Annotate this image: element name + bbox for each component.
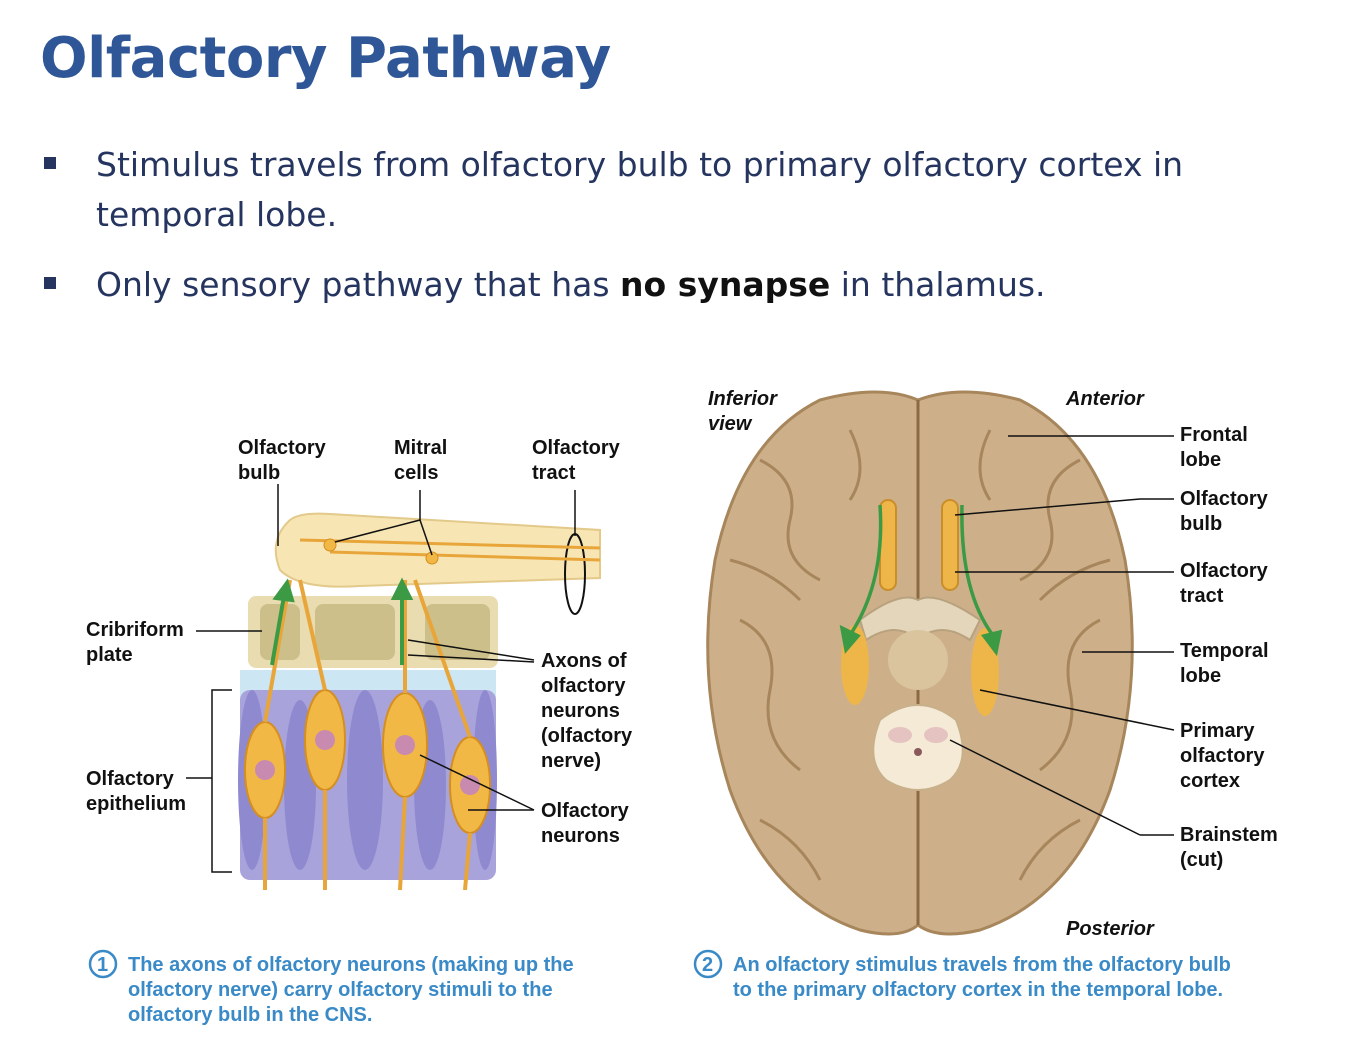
square-bullet-icon: [44, 277, 56, 289]
label-olfactory-tract-1: Olfactory: [532, 437, 621, 459]
caption-number-2: 2: [702, 954, 713, 976]
right-leader-lines: [949, 435, 1175, 836]
signal-arrows-left: [270, 577, 414, 666]
bullet-list: Stimulus travels from olfactory bulb to …: [40, 140, 1280, 330]
label-frontal-lobe-2: lobe: [1180, 449, 1221, 471]
caption-number-circle-1: [88, 949, 118, 979]
label-brainstem-2: (cut): [1180, 849, 1223, 871]
label-mitral-cells-2: cells: [394, 462, 438, 484]
label-axons-3: neurons: [541, 700, 620, 722]
hypothalamus-area: [888, 630, 948, 690]
brainstem-detail-2: [924, 727, 948, 743]
label-olfactory-neurons-2: neurons: [541, 825, 620, 847]
bullet-text-2-bold: no synapse: [620, 265, 831, 304]
neuron-axons: [263, 579, 472, 891]
signal-arrows-right: [839, 504, 1003, 657]
mitral-cells: [323, 538, 439, 565]
caption-number-circle-2: [693, 949, 723, 979]
brain-inferior-illustration: [706, 390, 1134, 936]
olfactory-epithelium-illustration: [238, 512, 601, 891]
label-olfactory-tract-2: tract: [532, 462, 576, 484]
caption-1-line-2: olfactory nerve) carry olfactory stimuli…: [128, 979, 553, 1001]
label-axons-2: olfactory: [541, 675, 626, 697]
page-title: Olfactory Pathway: [40, 26, 611, 91]
square-bullet-icon: [44, 157, 56, 169]
label-posterior: Posterior: [1066, 918, 1155, 940]
label-inferior-view-1: Inferior: [708, 388, 778, 410]
label-temporal-lobe-1: Temporal: [1180, 640, 1269, 662]
caption-1-line-1: The axons of olfactory neurons (making u…: [128, 954, 574, 976]
label-primary-cortex-3: cortex: [1180, 770, 1240, 792]
label-axons-1: Axons of: [541, 650, 627, 672]
label-brainstem-1: Brainstem: [1180, 824, 1278, 846]
primary-olfactory-cortex-shapes: [841, 625, 999, 716]
caption-1-line-3: olfactory bulb in the CNS.: [128, 1004, 372, 1026]
label-olfactory-epithelium-2: epithelium: [86, 793, 186, 815]
label-olfactory-epithelium-1: Olfactory: [86, 768, 175, 790]
label-axons-5: nerve): [541, 750, 601, 772]
olfactory-bulb-shape: [274, 512, 601, 588]
bone-segment-2: [315, 604, 395, 660]
label-olfactory-bulb-2: bulb: [238, 462, 280, 484]
label-olfactory-bulb-1: Olfactory: [238, 437, 327, 459]
label-temporal-lobe-2: lobe: [1180, 665, 1221, 687]
label-mitral-cells-1: Mitral: [394, 437, 447, 459]
brainstem-cut: [872, 704, 964, 791]
bullet-text-1: Stimulus travels from olfactory bulb to …: [96, 145, 1184, 234]
label-olfactory-neurons-1: Olfactory: [541, 800, 630, 822]
bullet-text-2-pre: Only sensory pathway that has: [96, 265, 621, 304]
label-inferior-view-2: view: [708, 413, 753, 435]
label-axons-4: (olfactory: [541, 725, 633, 747]
label-primary-cortex-2: olfactory: [1180, 745, 1265, 767]
brainstem-detail-3: [914, 748, 922, 756]
bullet-item-2: Only sensory pathway that has no synapse…: [40, 260, 1280, 310]
optic-chiasm: [858, 596, 982, 642]
brainstem-detail-1: [888, 727, 912, 743]
label-frontal-lobe-1: Frontal: [1180, 424, 1248, 446]
bullet-item-1: Stimulus travels from olfactory bulb to …: [40, 140, 1280, 240]
label-primary-cortex-1: Primary: [1180, 720, 1255, 742]
olfactory-bulbs-tracts: [879, 499, 959, 591]
caption-2-line-1: An olfactory stimulus travels from the o…: [733, 954, 1231, 976]
label-brain-olfactory-tract-2: tract: [1180, 585, 1224, 607]
label-brain-olfactory-bulb-2: bulb: [1180, 513, 1222, 535]
label-brain-olfactory-tract-1: Olfactory: [1180, 560, 1269, 582]
label-anterior: Anterior: [1065, 388, 1145, 410]
label-brain-olfactory-bulb-1: Olfactory: [1180, 488, 1269, 510]
label-cribriform-plate-1: Cribriform: [86, 619, 184, 641]
tract-fibers: [299, 538, 601, 562]
caption-2-line-2: to the primary olfactory cortex in the t…: [733, 979, 1223, 1001]
left-leader-lines: [186, 484, 576, 873]
bullet-text-2-post: in thalamus.: [830, 265, 1046, 304]
neuron-nuclei: [255, 730, 480, 795]
brain-gyri: [729, 429, 1111, 881]
caption-number-1: 1: [97, 954, 108, 976]
label-cribriform-plate-2: plate: [86, 644, 133, 666]
